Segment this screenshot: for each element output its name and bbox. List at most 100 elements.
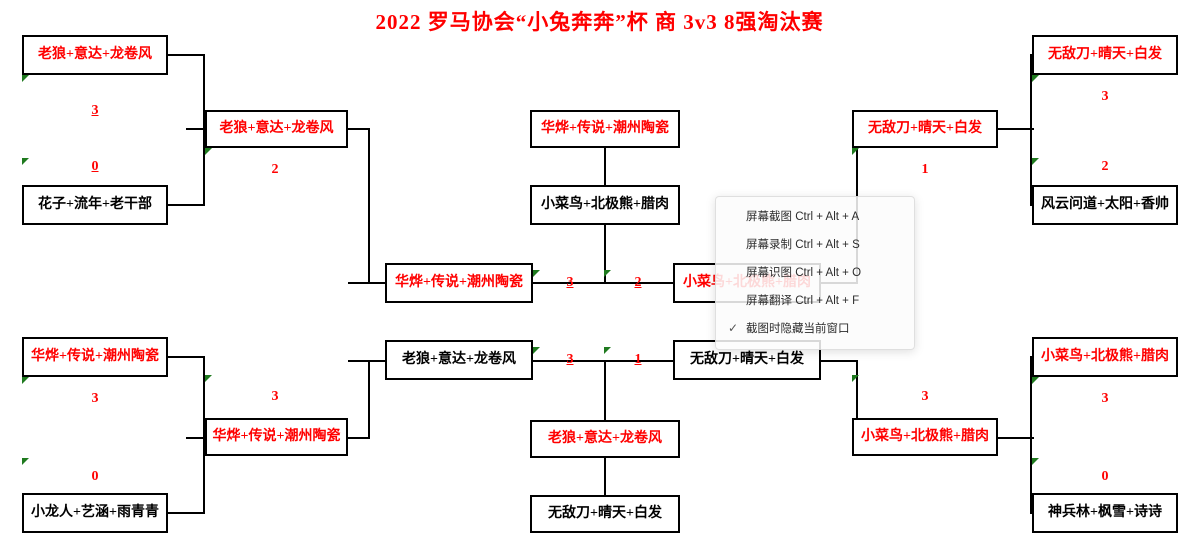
- team-name: 老狼+意达+龙卷风: [38, 47, 152, 62]
- menu-item-screen-translate[interactable]: 屏幕翻译 Ctrl + Alt + F: [716, 286, 914, 314]
- connector-line: [168, 204, 205, 206]
- comment-marker-icon: [1032, 377, 1039, 384]
- screenshot-context-menu[interactable]: 屏幕截图 Ctrl + Alt + A 屏幕录制 Ctrl + Alt + S …: [715, 196, 915, 350]
- comment-marker-icon: [22, 158, 29, 165]
- comment-marker-icon: [205, 148, 212, 155]
- result-box-lower-second-place[interactable]: 无敌刀+晴天+白发: [530, 495, 680, 533]
- connector-line: [348, 437, 370, 439]
- comment-marker-icon: [22, 75, 29, 82]
- connector-line: [1030, 54, 1032, 205]
- team-name: 华烨+传说+潮州陶瓷: [541, 121, 669, 136]
- comment-marker-icon: [852, 148, 859, 155]
- connector-line: [604, 148, 606, 185]
- connector-line: [348, 128, 370, 130]
- team-name: 小龙人+艺涵+雨青青: [31, 505, 159, 520]
- team-name: 小菜鸟+北极熊+腊肉: [541, 197, 669, 212]
- menu-item-hide-window-on-capture[interactable]: ✓ 截图时隐藏当前窗口: [716, 314, 914, 342]
- match-box-left-q1-team-a[interactable]: 老狼+意达+龙卷风: [22, 35, 168, 75]
- menu-item-screen-ocr[interactable]: 屏幕识图 Ctrl + Alt + O: [716, 258, 914, 286]
- comment-marker-icon: [533, 347, 540, 354]
- comment-marker-icon: [1032, 75, 1039, 82]
- team-name: 无敌刀+晴天+白发: [1048, 47, 1162, 62]
- connector-line: [821, 360, 858, 362]
- connector-line: [348, 360, 385, 362]
- score-left-semi-top: 2: [271, 162, 279, 177]
- match-box-upper-semi-team-a[interactable]: 华烨+传说+潮州陶瓷: [385, 263, 533, 303]
- score-right-semi-top: 1: [921, 162, 929, 177]
- team-name: 神兵林+枫雪+诗诗: [1048, 505, 1162, 520]
- comment-marker-icon: [604, 270, 611, 277]
- team-name: 花子+流年+老干部: [38, 197, 152, 212]
- match-box-left-q2-team-a[interactable]: 华烨+传说+潮州陶瓷: [22, 337, 168, 377]
- score-right-q2-team-b: 0: [1101, 469, 1109, 484]
- team-name: 风云问道+太阳+香帅: [1041, 197, 1169, 212]
- team-name: 老狼+意达+龙卷风: [402, 352, 516, 367]
- comment-marker-icon: [22, 458, 29, 465]
- comment-marker-icon: [1032, 158, 1039, 165]
- match-box-right-q2-team-b[interactable]: 神兵林+枫雪+诗诗: [1032, 493, 1178, 533]
- menu-item-label: 屏幕识图 Ctrl + Alt + O: [746, 267, 862, 279]
- connector-line: [998, 128, 1034, 130]
- score-right-q1-team-b: 2: [1101, 159, 1109, 174]
- comment-marker-icon: [22, 377, 29, 384]
- match-box-right-semi-top-advancer[interactable]: 无敌刀+晴天+白发: [852, 110, 998, 148]
- menu-item-label: 屏幕录制 Ctrl + Alt + S: [746, 239, 860, 251]
- comment-marker-icon: [852, 375, 859, 382]
- score-upper-semi-team-a: 3: [566, 275, 574, 290]
- team-name: 华烨+传说+潮州陶瓷: [212, 429, 341, 444]
- team-name: 老狼+意达+龙卷风: [548, 431, 662, 446]
- menu-item-label: 截图时隐藏当前窗口: [746, 323, 850, 335]
- result-box-upper-first-place[interactable]: 华烨+传说+潮州陶瓷: [530, 110, 680, 148]
- score-upper-semi-team-b: 2: [634, 275, 642, 290]
- score-right-q1-team-a: 3: [1101, 89, 1109, 104]
- connector-line: [186, 128, 205, 130]
- score-left-q2-team-a: 3: [91, 391, 99, 406]
- score-left-semi-bottom: 3: [271, 389, 279, 404]
- page-title: 2022 罗马协会“小兔奔奔”杯 商 3v3 8强淘汰赛: [375, 10, 824, 34]
- result-box-upper-second-place[interactable]: 小菜鸟+北极熊+腊肉: [530, 185, 680, 225]
- comment-marker-icon: [205, 375, 212, 382]
- connector-line: [1030, 356, 1032, 513]
- match-box-lower-semi-team-b[interactable]: 无敌刀+晴天+白发: [673, 340, 821, 380]
- team-name: 无敌刀+晴天+白发: [690, 352, 804, 367]
- match-box-left-q2-team-b[interactable]: 小龙人+艺涵+雨青青: [22, 493, 168, 533]
- score-right-semi-bottom: 3: [921, 389, 929, 404]
- match-box-left-semi-top-advancer[interactable]: 老狼+意达+龙卷风: [205, 110, 348, 148]
- comment-marker-icon: [1032, 458, 1039, 465]
- score-left-q2-team-b: 0: [91, 469, 99, 484]
- connector-line: [998, 437, 1034, 439]
- score-right-q2-team-a: 3: [1101, 391, 1109, 406]
- menu-item-screen-record[interactable]: 屏幕录制 Ctrl + Alt + S: [716, 230, 914, 258]
- connector-line: [604, 225, 606, 283]
- match-box-left-q1-team-b[interactable]: 花子+流年+老干部: [22, 185, 168, 225]
- connector-line: [604, 360, 606, 420]
- connector-line: [856, 360, 858, 437]
- menu-item-label: 屏幕翻译 Ctrl + Alt + F: [746, 295, 860, 307]
- checkmark-icon: ✓: [728, 321, 739, 335]
- match-box-left-semi-bottom-advancer[interactable]: 华烨+传说+潮州陶瓷: [205, 418, 348, 456]
- connector-line: [168, 512, 205, 514]
- team-name: 老狼+意达+龙卷风: [219, 121, 334, 136]
- connector-line: [368, 128, 370, 283]
- comment-marker-icon: [533, 270, 540, 277]
- score-lower-semi-team-b: 1: [634, 352, 642, 367]
- menu-item-label: 屏幕截图 Ctrl + Alt + A: [746, 211, 860, 223]
- team-name: 无敌刀+晴天+白发: [548, 506, 662, 521]
- connector-line: [533, 282, 673, 284]
- team-name: 华烨+传说+潮州陶瓷: [395, 275, 523, 290]
- connector-line: [348, 282, 385, 284]
- match-box-right-q2-team-a[interactable]: 小菜鸟+北极熊+腊肉: [1032, 337, 1178, 377]
- connector-line: [604, 458, 606, 495]
- score-left-q1-team-b: 0: [91, 159, 99, 174]
- match-box-right-q1-team-b[interactable]: 风云问道+太阳+香帅: [1032, 185, 1178, 225]
- team-name: 华烨+传说+潮州陶瓷: [31, 349, 159, 364]
- match-box-right-semi-bottom-advancer[interactable]: 小菜鸟+北极熊+腊肉: [852, 418, 998, 456]
- result-box-lower-first-place[interactable]: 老狼+意达+龙卷风: [530, 420, 680, 458]
- match-box-lower-semi-team-a[interactable]: 老狼+意达+龙卷风: [385, 340, 533, 380]
- connector-line: [168, 54, 205, 56]
- comment-marker-icon: [604, 347, 611, 354]
- match-box-right-q1-team-a[interactable]: 无敌刀+晴天+白发: [1032, 35, 1178, 75]
- menu-item-screen-capture[interactable]: 屏幕截图 Ctrl + Alt + A: [716, 202, 914, 230]
- score-left-q1-team-a: 3: [91, 103, 99, 118]
